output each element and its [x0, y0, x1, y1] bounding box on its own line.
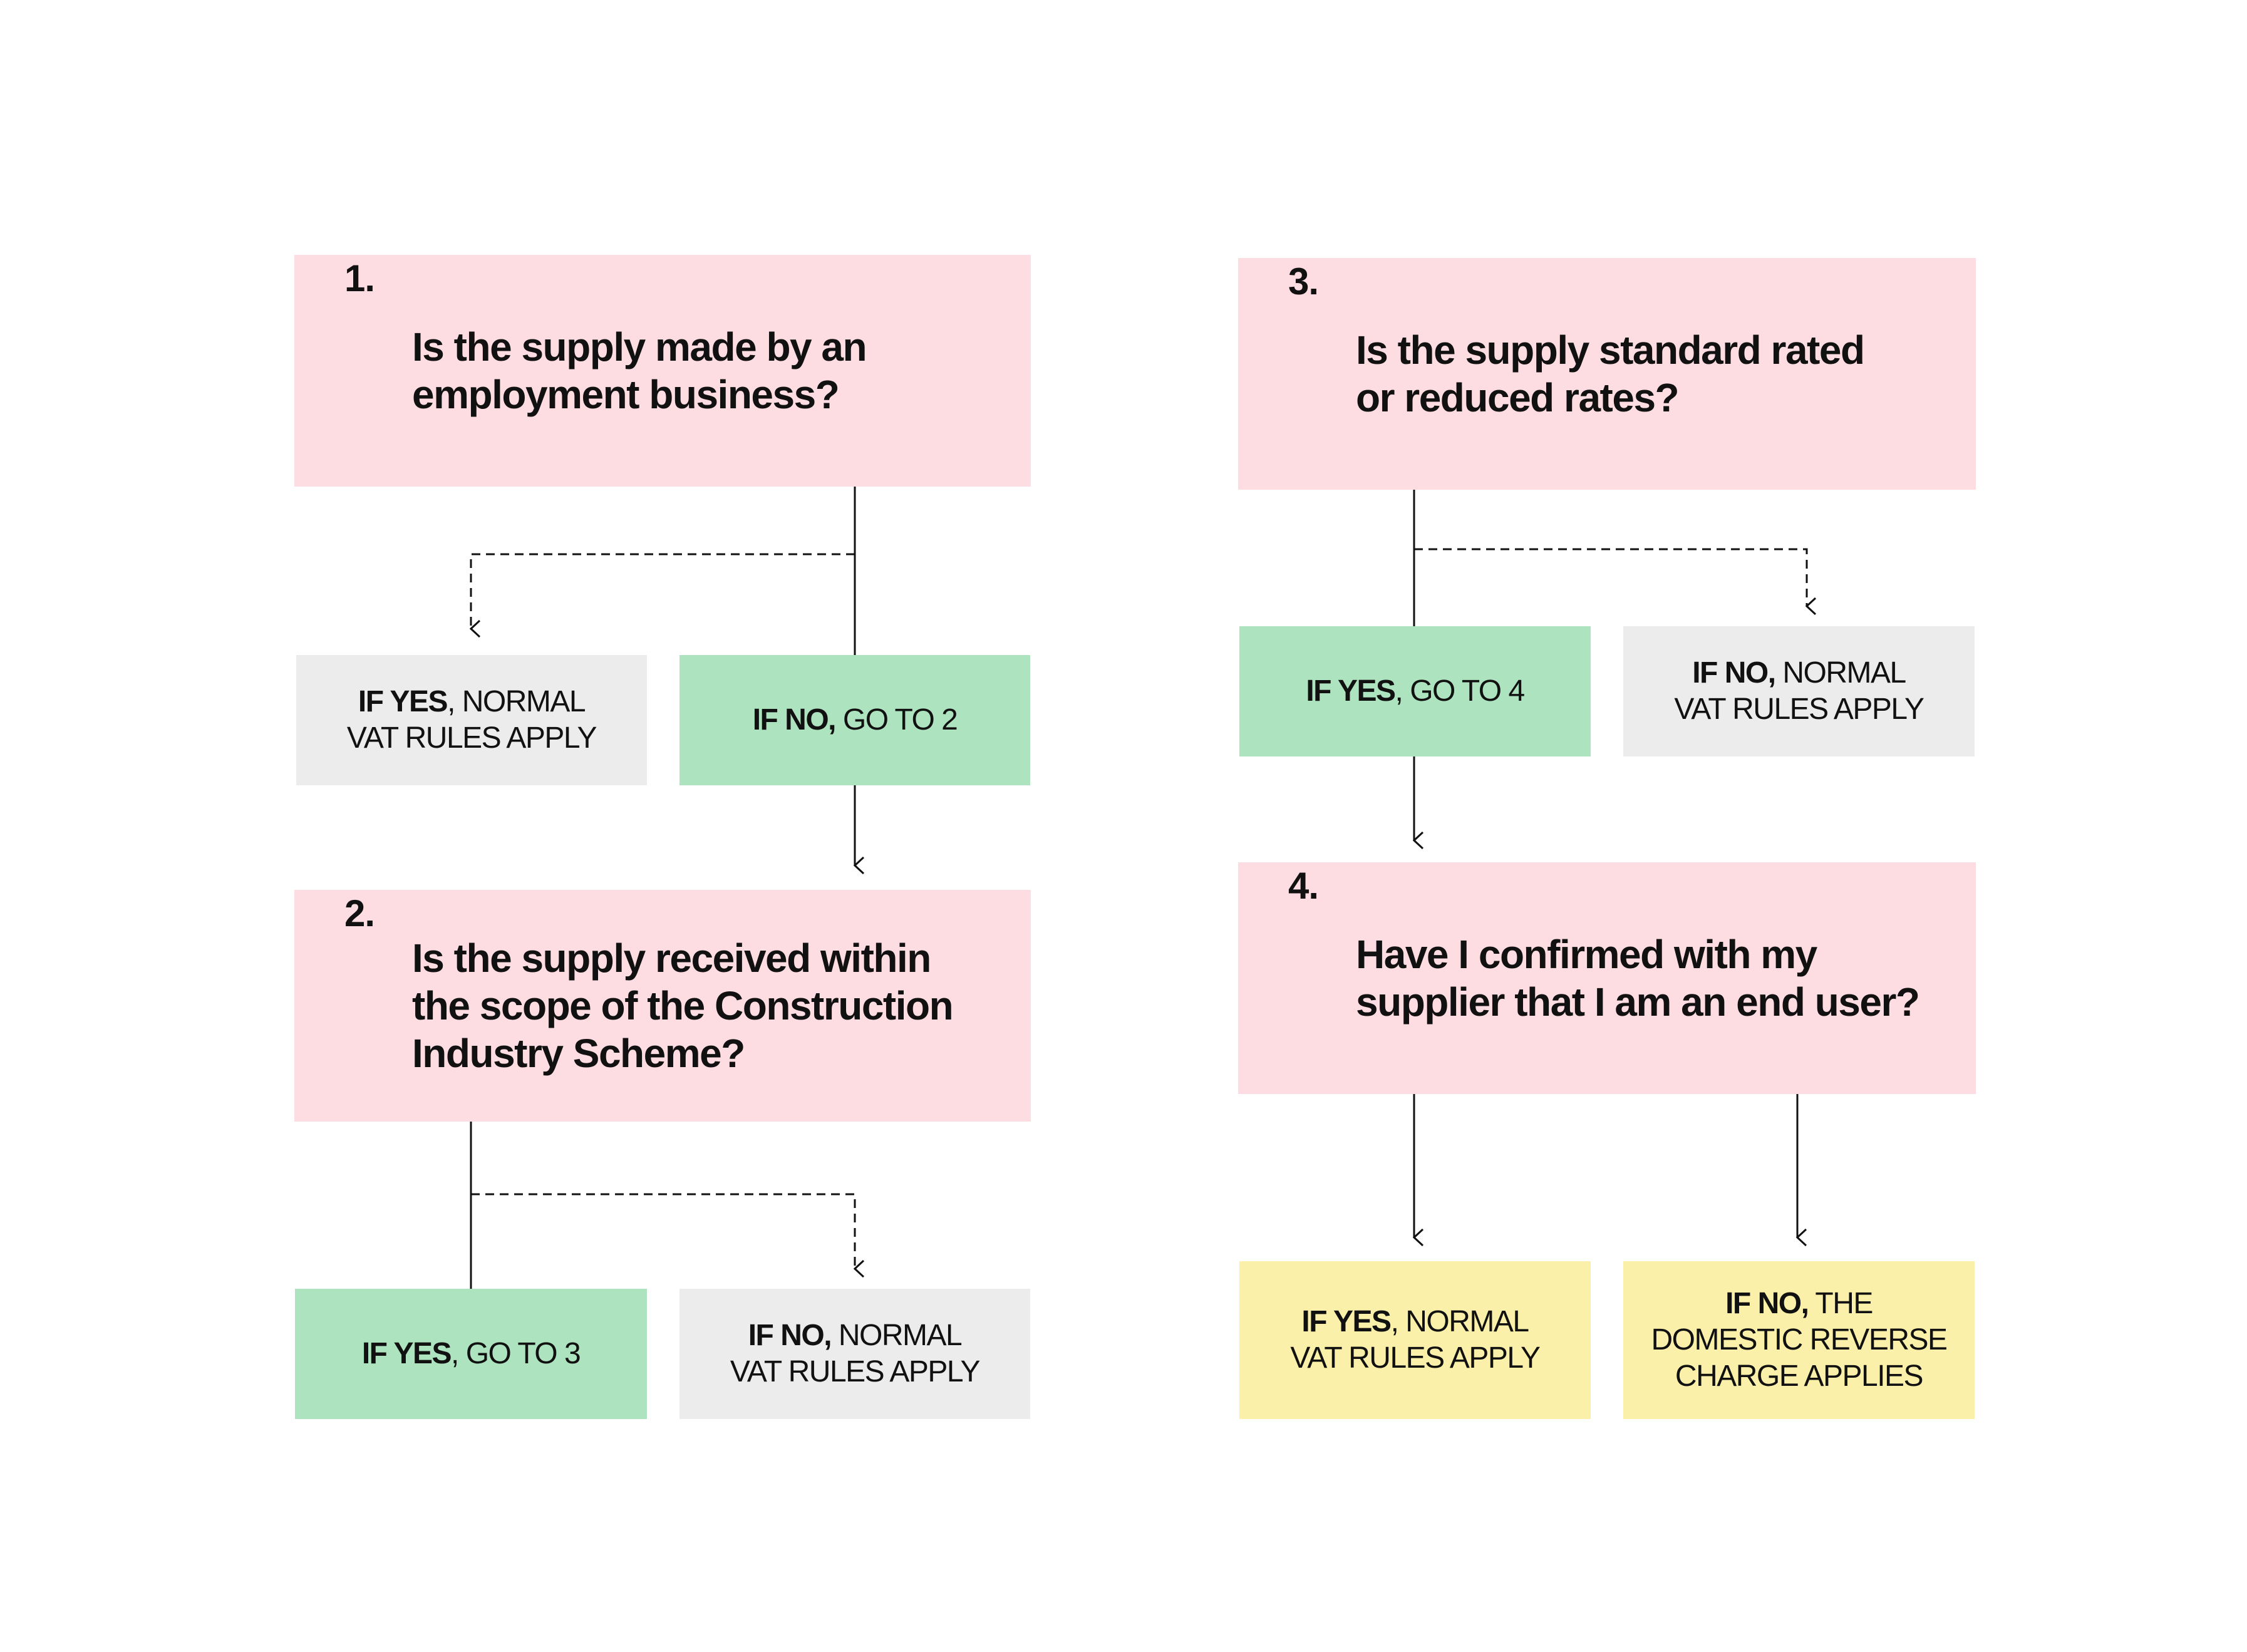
question-1-text: Is the supply made by an employment busi…	[412, 324, 867, 417]
q3-no-rest: NORMAL VAT RULES APPLY	[1674, 656, 1924, 726]
q3-no-dashed-arrow	[1414, 548, 1807, 606]
q2-yes-outcome: IF YES, GO TO 3	[295, 1289, 647, 1419]
q4-no-bold: IF NO,	[1725, 1287, 1809, 1320]
question-2-box: 2. Is the supply received within the sco…	[294, 890, 1031, 1122]
q2-no-rest: NORMAL VAT RULES APPLY	[730, 1319, 981, 1388]
q3-yes-outcome: IF YES, GO TO 4	[1239, 626, 1591, 756]
q4-yes-outcome: IF YES, NORMAL VAT RULES APPLY	[1239, 1261, 1591, 1419]
question-2-text: Is the supply received within the scope …	[412, 936, 954, 1076]
q1-no-outcome: IF NO, GO TO 2	[679, 655, 1030, 785]
question-1-box: 1. Is the supply made by an employment b…	[294, 255, 1031, 487]
question-3-box: 3. Is the supply standard rated or reduc…	[1238, 258, 1976, 490]
q1-no-rest: GO TO 2	[835, 703, 958, 736]
q4-yes-bold: IF YES	[1301, 1305, 1392, 1338]
question-2-number: 2.	[344, 892, 375, 934]
q4-yes-rest: , NORMAL VAT RULES APPLY	[1290, 1305, 1541, 1375]
q3-no-outcome: IF NO, NORMAL VAT RULES APPLY	[1623, 626, 1975, 756]
q4-no-rest: THE DOMESTIC REVERSE CHARGE APPLIES	[1651, 1287, 1948, 1393]
q1-yes-dashed-arrow	[471, 553, 855, 629]
q1-yes-outcome: IF YES, NORMAL VAT RULES APPLY	[296, 655, 647, 785]
q2-no-dashed-arrow	[471, 1193, 855, 1269]
question-3-text: Is the supply standard rated or reduced …	[1356, 328, 1865, 420]
question-1-number: 1.	[344, 257, 375, 299]
q2-no-bold: IF NO,	[748, 1319, 832, 1352]
q2-yes-bold: IF YES	[361, 1337, 452, 1370]
question-3-number: 3.	[1288, 261, 1319, 302]
q1-yes-rest: , NORMAL VAT RULES APPLY	[346, 685, 597, 755]
q1-no-bold: IF NO,	[752, 703, 837, 736]
q4-no-outcome: IF NO, THE DOMESTIC REVERSE CHARGE APPLI…	[1623, 1261, 1975, 1419]
question-4-text: Have I confirmed with my supplier that I…	[1356, 932, 1920, 1025]
q1-yes-bold: IF YES	[358, 685, 448, 718]
q2-yes-rest: , GO TO 3	[451, 1337, 581, 1370]
q3-yes-bold: IF YES	[1306, 674, 1396, 708]
q3-yes-rest: , GO TO 4	[1395, 674, 1526, 708]
question-4-number: 4.	[1288, 865, 1319, 907]
question-4-box: 4. Have I confirmed with my supplier tha…	[1238, 862, 1976, 1094]
q2-no-outcome: IF NO, NORMAL VAT RULES APPLY	[679, 1289, 1030, 1419]
q3-no-bold: IF NO,	[1692, 656, 1776, 689]
